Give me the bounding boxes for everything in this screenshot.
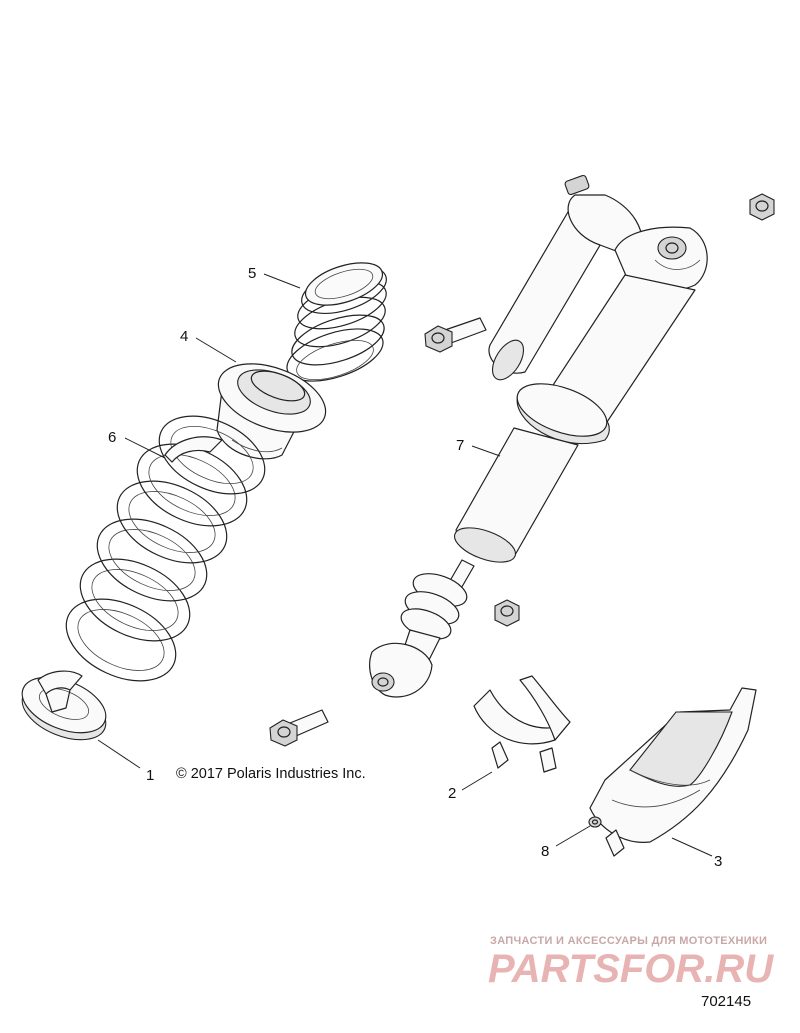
part-4-spring-collar xyxy=(216,363,327,460)
leader-lines xyxy=(97,273,713,857)
callout-2: 2 xyxy=(448,785,456,802)
nut-upper xyxy=(749,193,775,221)
part-6-main-spring xyxy=(65,415,266,682)
part-8-fastener xyxy=(588,816,602,828)
part-2-bracket xyxy=(473,675,571,773)
part-5-small-spring xyxy=(286,262,387,382)
copyright-text: © 2017 Polaris Industries Inc. xyxy=(176,766,366,782)
callout-8: 8 xyxy=(541,843,549,860)
bolt-lower xyxy=(269,709,329,747)
part-1-spring-retainer xyxy=(21,670,107,741)
bolt-upper xyxy=(424,317,487,353)
callout-5: 5 xyxy=(248,265,256,282)
watermark: ЗАПЧАСТИ И АКСЕССУАРЫ ДЛЯ МОТОТЕХНИКИ PA… xyxy=(488,935,774,991)
nut-lower xyxy=(494,599,520,627)
figure-number: 702145 xyxy=(701,993,751,1010)
callout-7: 7 xyxy=(456,437,464,454)
watermark-brand: PARTSFOR.RU xyxy=(488,947,774,991)
callout-6: 6 xyxy=(108,429,116,446)
callout-4: 4 xyxy=(180,328,188,345)
part-3-shock-guard xyxy=(589,687,757,857)
callout-3: 3 xyxy=(714,853,722,870)
part-7-shock-absorber xyxy=(369,174,708,698)
callout-1: 1 xyxy=(146,767,154,784)
watermark-tagline: ЗАПЧАСТИ И АКСЕССУАРЫ ДЛЯ МОТОТЕХНИКИ xyxy=(490,935,767,947)
